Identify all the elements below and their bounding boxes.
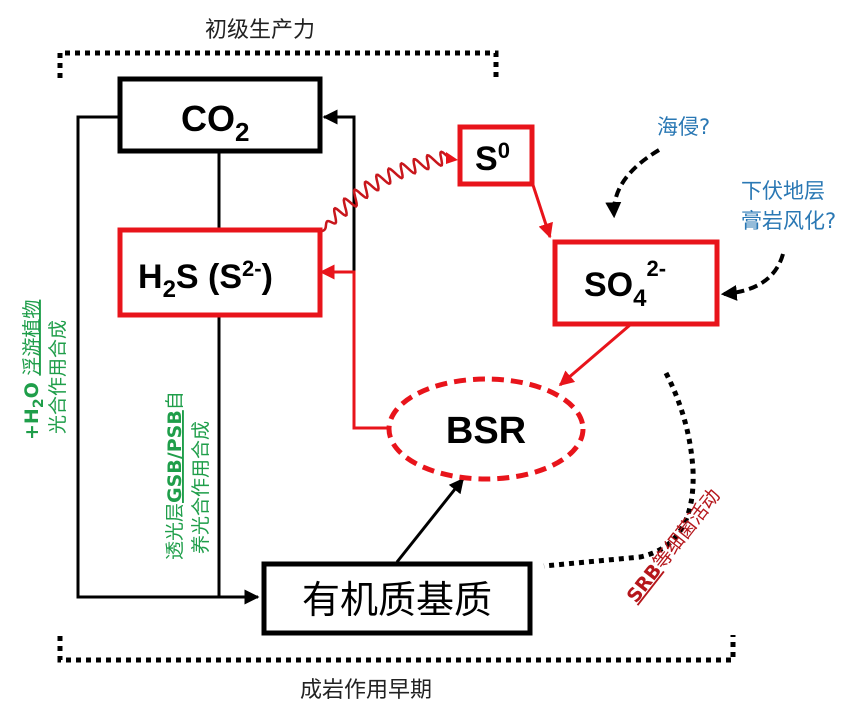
srb-activity-boundary (543, 371, 696, 569)
gypsum-weathering-arrow (720, 253, 785, 301)
plankton-photosynthesis-label: +H2O 浮游植物 光合作用合成 (21, 300, 69, 440)
svg-text:SRB等细菌活动: SRB等细菌活动 (623, 485, 725, 607)
svg-text:BSR: BSR (446, 410, 526, 452)
svg-text:养光合作用合成: 养光合作用合成 (190, 421, 212, 554)
co2-return-line (322, 109, 356, 272)
svg-text:光合作用合成: 光合作用合成 (47, 320, 69, 434)
gypsum-label-line2: 膏岩风化? (741, 209, 836, 233)
so4-node: SO42- (552, 239, 720, 327)
primary-productivity-bracket (57, 50, 499, 78)
early-diagenesis-bracket (57, 635, 736, 663)
svg-text:有机质基质: 有机质基质 (302, 578, 492, 622)
gsb-psb-photosynthesis-label: 透光层GSB/PSB自 养光合作用合成 (164, 391, 212, 560)
co2-node: CO2 (117, 76, 323, 154)
co2-left-loop-line (76, 115, 260, 605)
bsr-node: BSR (386, 376, 586, 482)
s0-node: S0 (457, 124, 535, 187)
svg-text:SO42-: SO42- (584, 256, 666, 312)
h2s-to-s0-wavy-arrow (320, 150, 458, 233)
so4-to-bsr-arrow (558, 323, 631, 387)
srb-activity-label: SRB等细菌活动 (623, 485, 725, 607)
sea-invasion-arrow (605, 148, 661, 219)
h2s-node: H2S (S2-) (117, 227, 323, 318)
organic-matter-node: 有机质基质 (261, 561, 533, 636)
svg-text:透光层GSB/PSB自: 透光层GSB/PSB自 (164, 391, 186, 560)
svg-text:+H2O 浮游植物: +H2O 浮游植物 (21, 300, 47, 440)
sea-invasion-label: 海侵? (657, 115, 710, 139)
bsr-to-h2s-line (319, 264, 388, 430)
svg-text:CO2: CO2 (181, 98, 249, 147)
svg-text:S0: S0 (475, 138, 510, 178)
gypsum-label-line1: 下伏地层 (741, 179, 825, 203)
svg-text:H2S (S2-): H2S (S2-) (138, 256, 273, 303)
s0-to-so4-arrow (531, 184, 553, 239)
primary-productivity-label: 初级生产力 (205, 18, 315, 43)
early-diagenesis-label: 成岩作用早期 (300, 678, 432, 703)
organic-to-bsr-arrow (395, 477, 465, 563)
